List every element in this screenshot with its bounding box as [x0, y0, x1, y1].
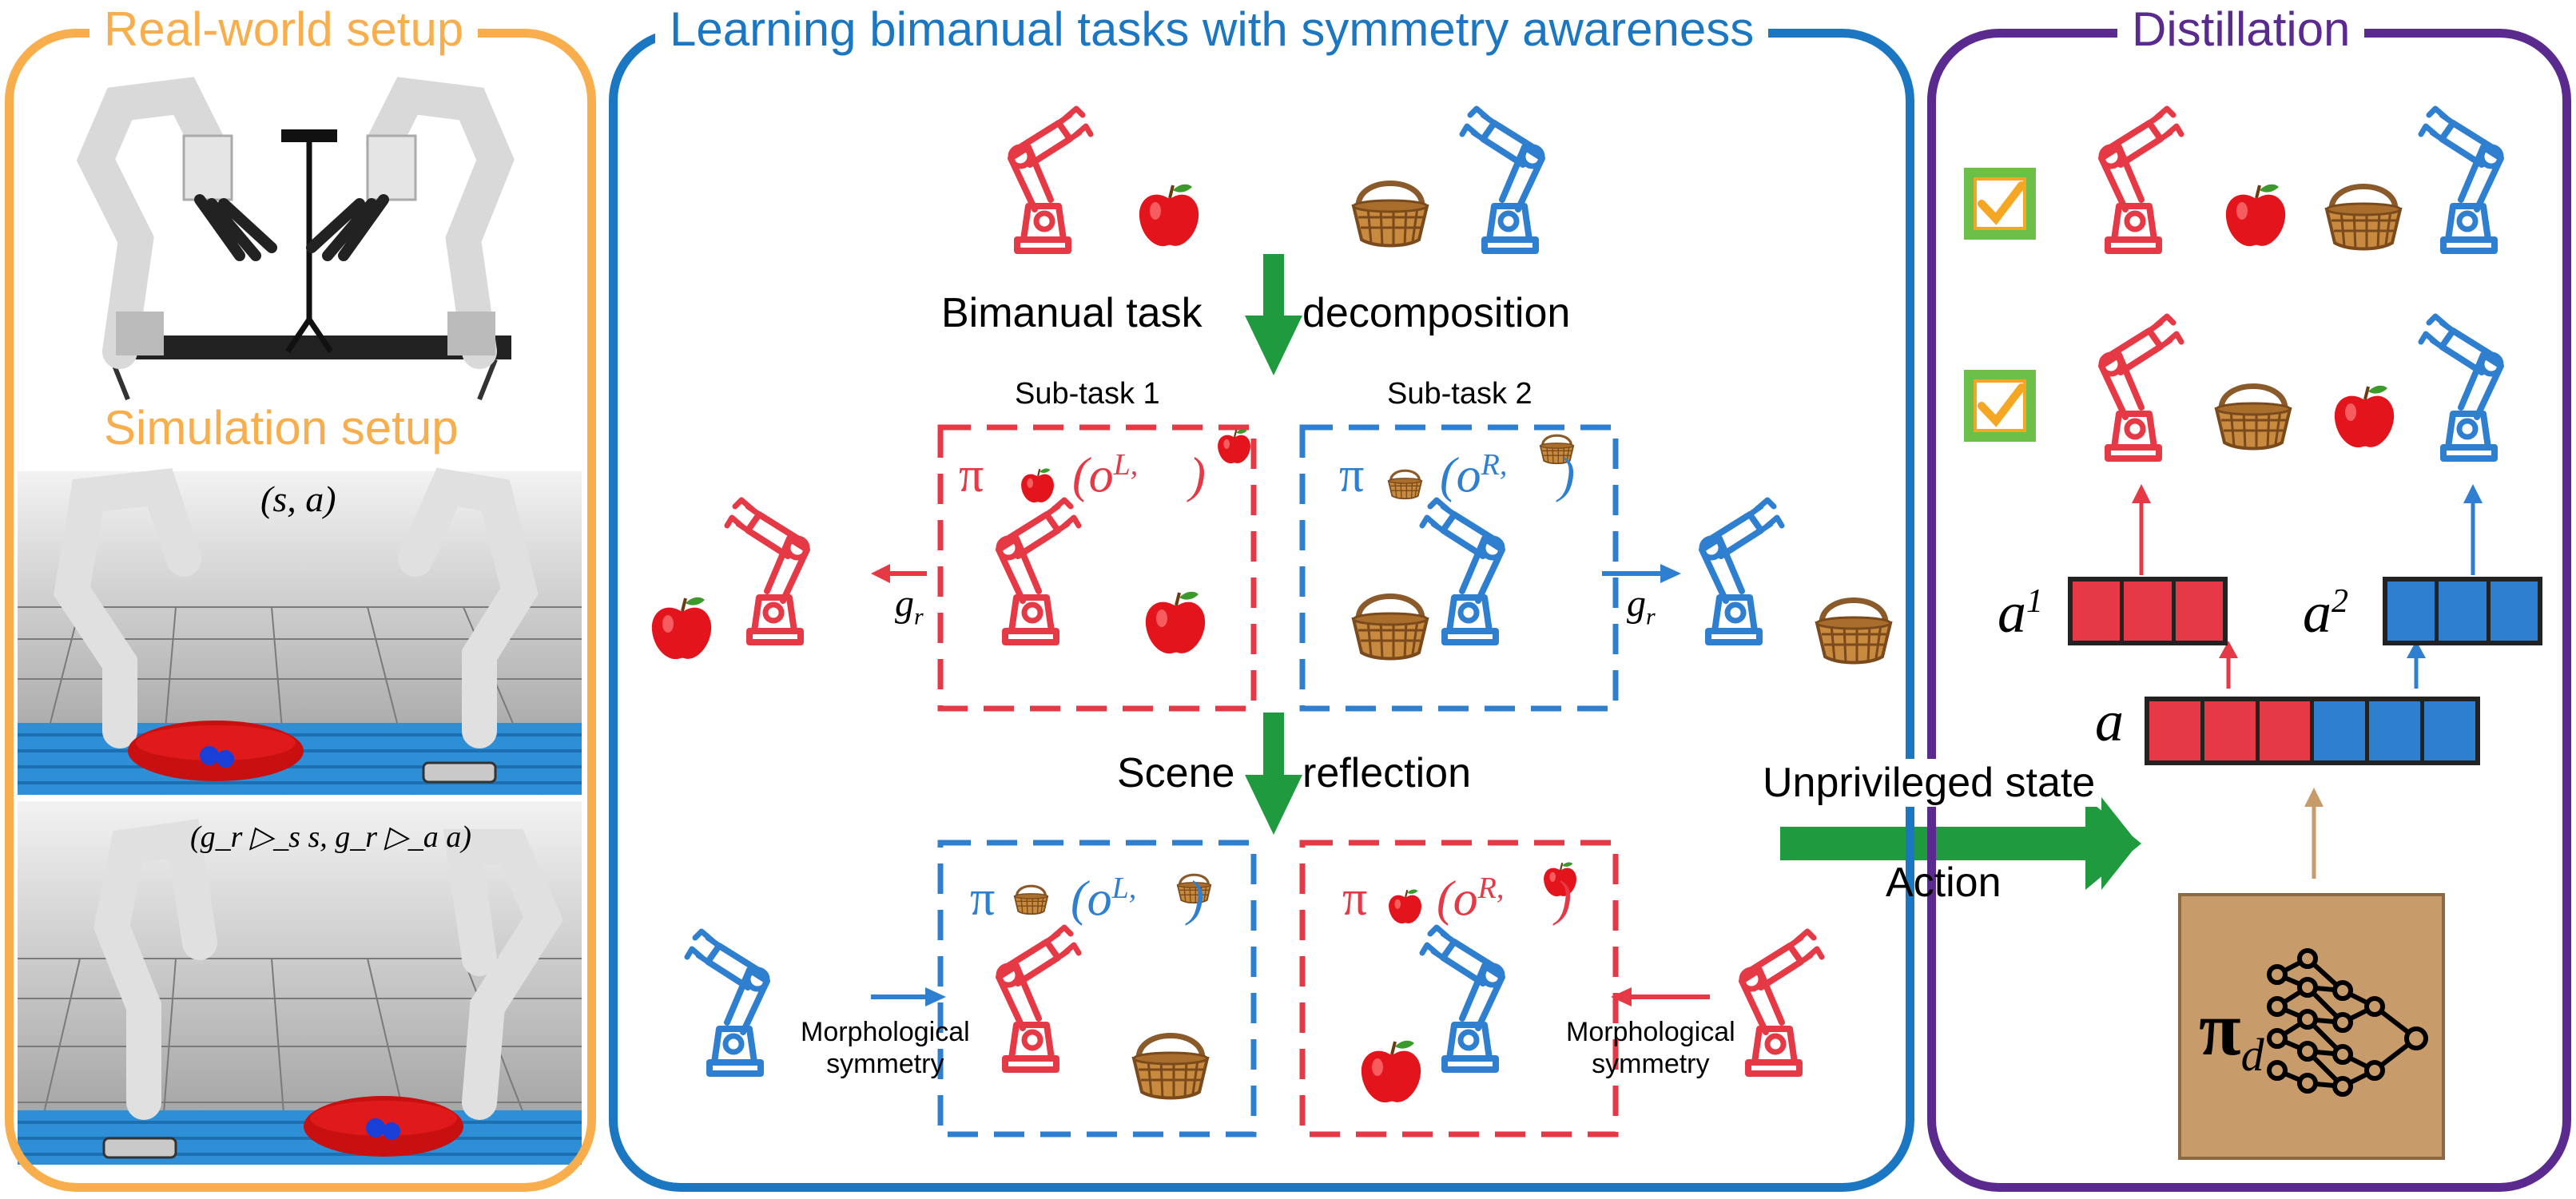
- a-label: a: [2095, 689, 2124, 753]
- g-r-label-left: gr: [895, 582, 924, 630]
- real-world-title: Real-world setup: [89, 5, 479, 54]
- scene-left-label: Scene: [1117, 750, 1235, 796]
- a2-action-vector: [2383, 577, 2542, 645]
- pi-d-label: πd: [2199, 986, 2264, 1082]
- a2-label: a2: [2303, 581, 2348, 645]
- g-r-arrow-right: [1602, 564, 1681, 583]
- scene-right-label: reflection: [1302, 750, 1471, 796]
- policy-obs-3: (oL,): [1071, 871, 1204, 927]
- left-panel: [5, 29, 596, 1192]
- sim-top-label: (s, a): [260, 478, 336, 519]
- morph-arrow-left: [871, 987, 946, 1006]
- reflected-subtask2-box: [1299, 840, 1619, 1137]
- simulation-title: Simulation setup: [89, 403, 473, 453]
- a1-action-vector: [2068, 577, 2228, 645]
- decomp-left-label: Bimanual task: [941, 290, 1203, 336]
- policy-obs-4: (oR,): [1437, 871, 1572, 927]
- sim-bottom-label: (g_r ▷_s s, g_r ▷_a a): [190, 820, 471, 854]
- g-r-label-right: gr: [1627, 582, 1656, 630]
- morph-arrow-right: [1611, 987, 1710, 1006]
- decomposition-arrow: [1245, 254, 1302, 375]
- middle-title: Learning bimanual tasks with symmetry aw…: [655, 5, 1769, 54]
- decomp-right-label: decomposition: [1302, 290, 1571, 336]
- reflected-subtask1-box: [937, 840, 1257, 1137]
- policy-label-4: π: [1342, 871, 1368, 926]
- distillation-title: Distillation: [2117, 5, 2365, 54]
- subtask2-label: Sub-task 2: [1387, 377, 1532, 411]
- action-label: Action: [1886, 860, 2002, 906]
- simulation-bottom-image: [18, 801, 582, 1165]
- policy-obs-1: (oL,): [1072, 448, 1206, 503]
- subtask1-label: Sub-task 1: [1015, 377, 1160, 411]
- checkbox-icon: [1964, 370, 2036, 442]
- policy-label-2: π: [1339, 448, 1365, 502]
- policy-label-3: π: [970, 871, 996, 926]
- checkbox-icon: [1964, 168, 2036, 240]
- a1-label: a1: [1998, 581, 2043, 645]
- unprivileged-arrow: [1780, 797, 2141, 890]
- policy-obs-2: (oR,): [1440, 448, 1576, 503]
- unprivileged-label: Unprivileged state: [1758, 759, 2101, 807]
- a-action-vector: [2145, 697, 2480, 765]
- reflection-arrow: [1245, 713, 1302, 835]
- simulation-top-image: [18, 467, 582, 796]
- g-r-arrow-left: [871, 564, 927, 583]
- policy-label-1: π: [959, 448, 984, 502]
- subtask1-box: [937, 424, 1257, 712]
- real-world-photo: [24, 56, 559, 401]
- action-arrows: [2132, 484, 2483, 879]
- subtask2-box: [1299, 424, 1619, 712]
- neural-network-icon: [2267, 948, 2428, 1097]
